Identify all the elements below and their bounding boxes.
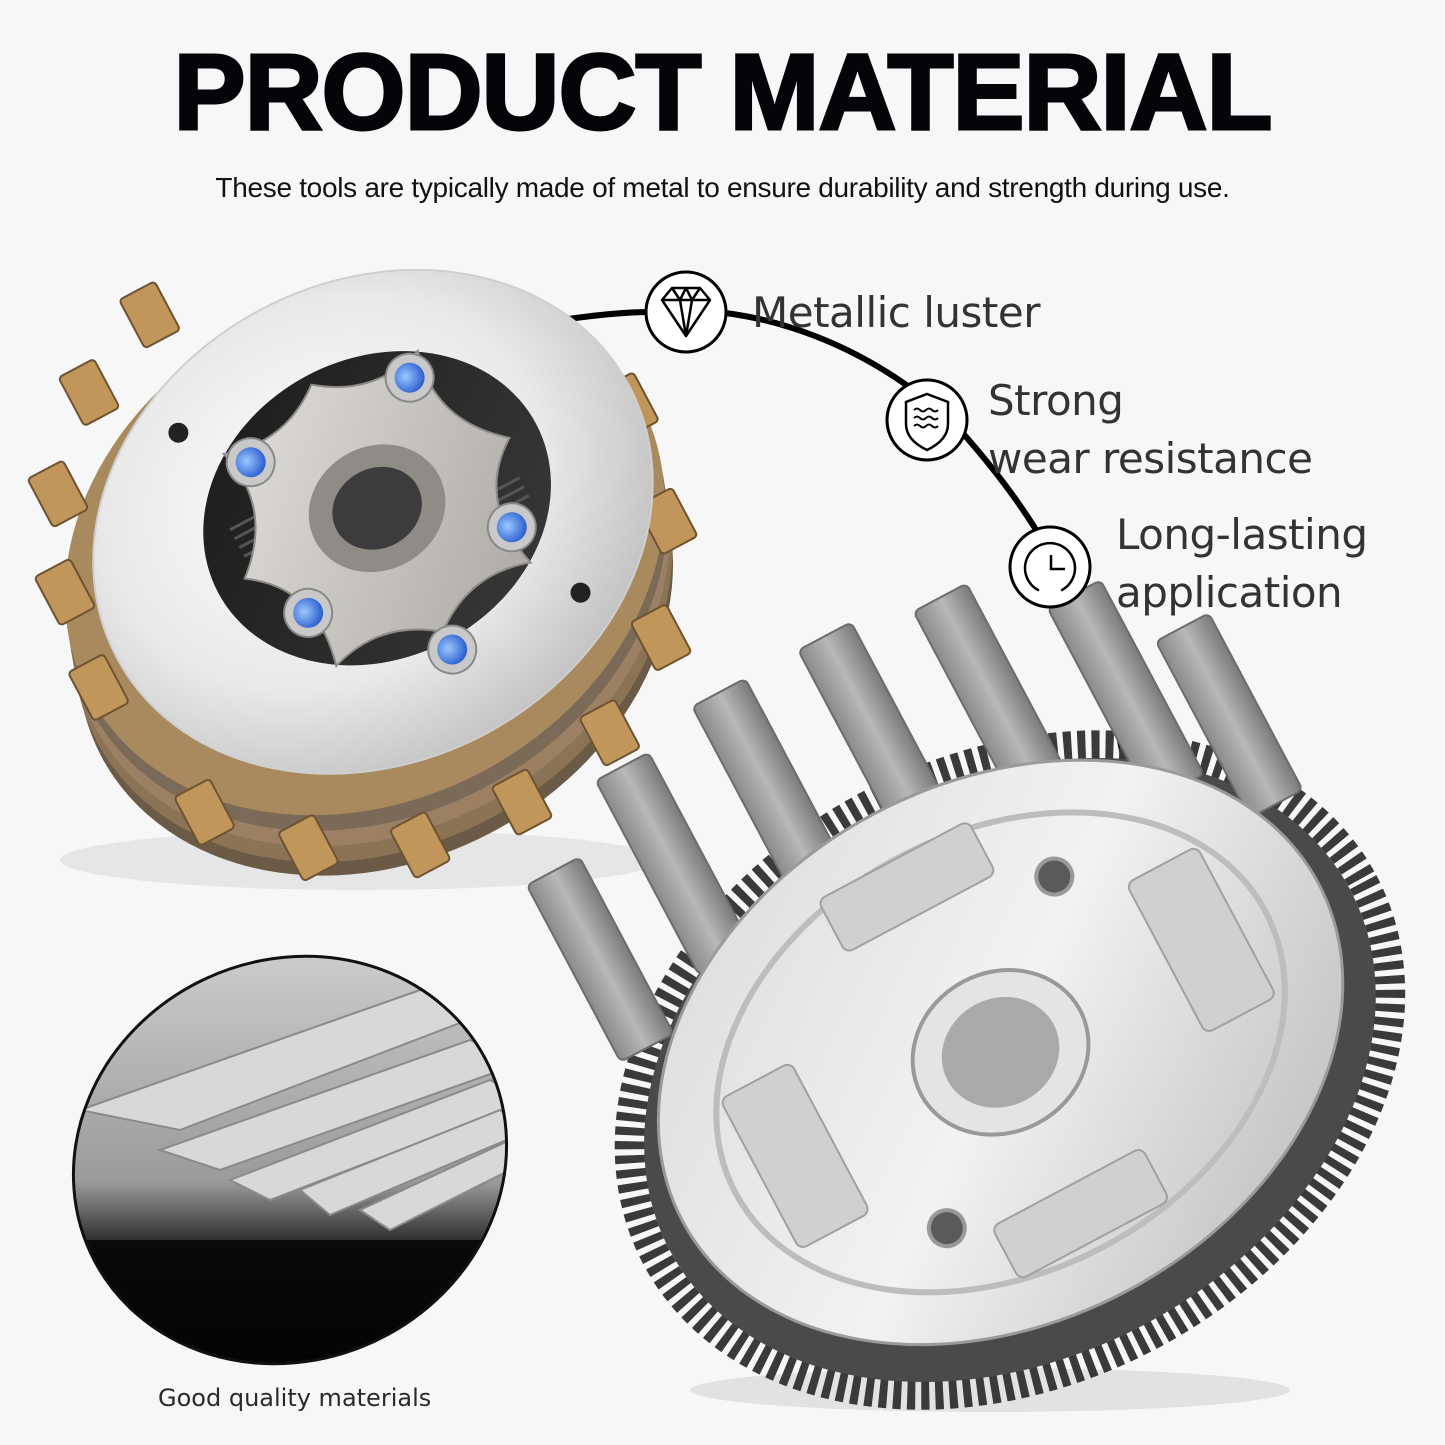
clock-icon (1008, 525, 1092, 609)
page-title: PRODUCT MATERIAL (172, 31, 1274, 152)
clutch-assembly-image (27, 268, 698, 890)
feature-metallic-luster: Metallic luster (752, 288, 1040, 337)
page-subtitle: These tools are typically made of metal … (215, 172, 1230, 203)
feature-long-lasting: Long-lasting application (1116, 510, 1368, 617)
inset-caption: Good quality materials (158, 1384, 432, 1412)
clutch-basket-image (527, 581, 1406, 1412)
diamond-icon (644, 270, 728, 354)
shield-waves-icon (885, 378, 969, 462)
metal-sheets-inset (40, 940, 540, 1400)
feature-wear-resistance: Strong wear resistance (988, 376, 1313, 483)
